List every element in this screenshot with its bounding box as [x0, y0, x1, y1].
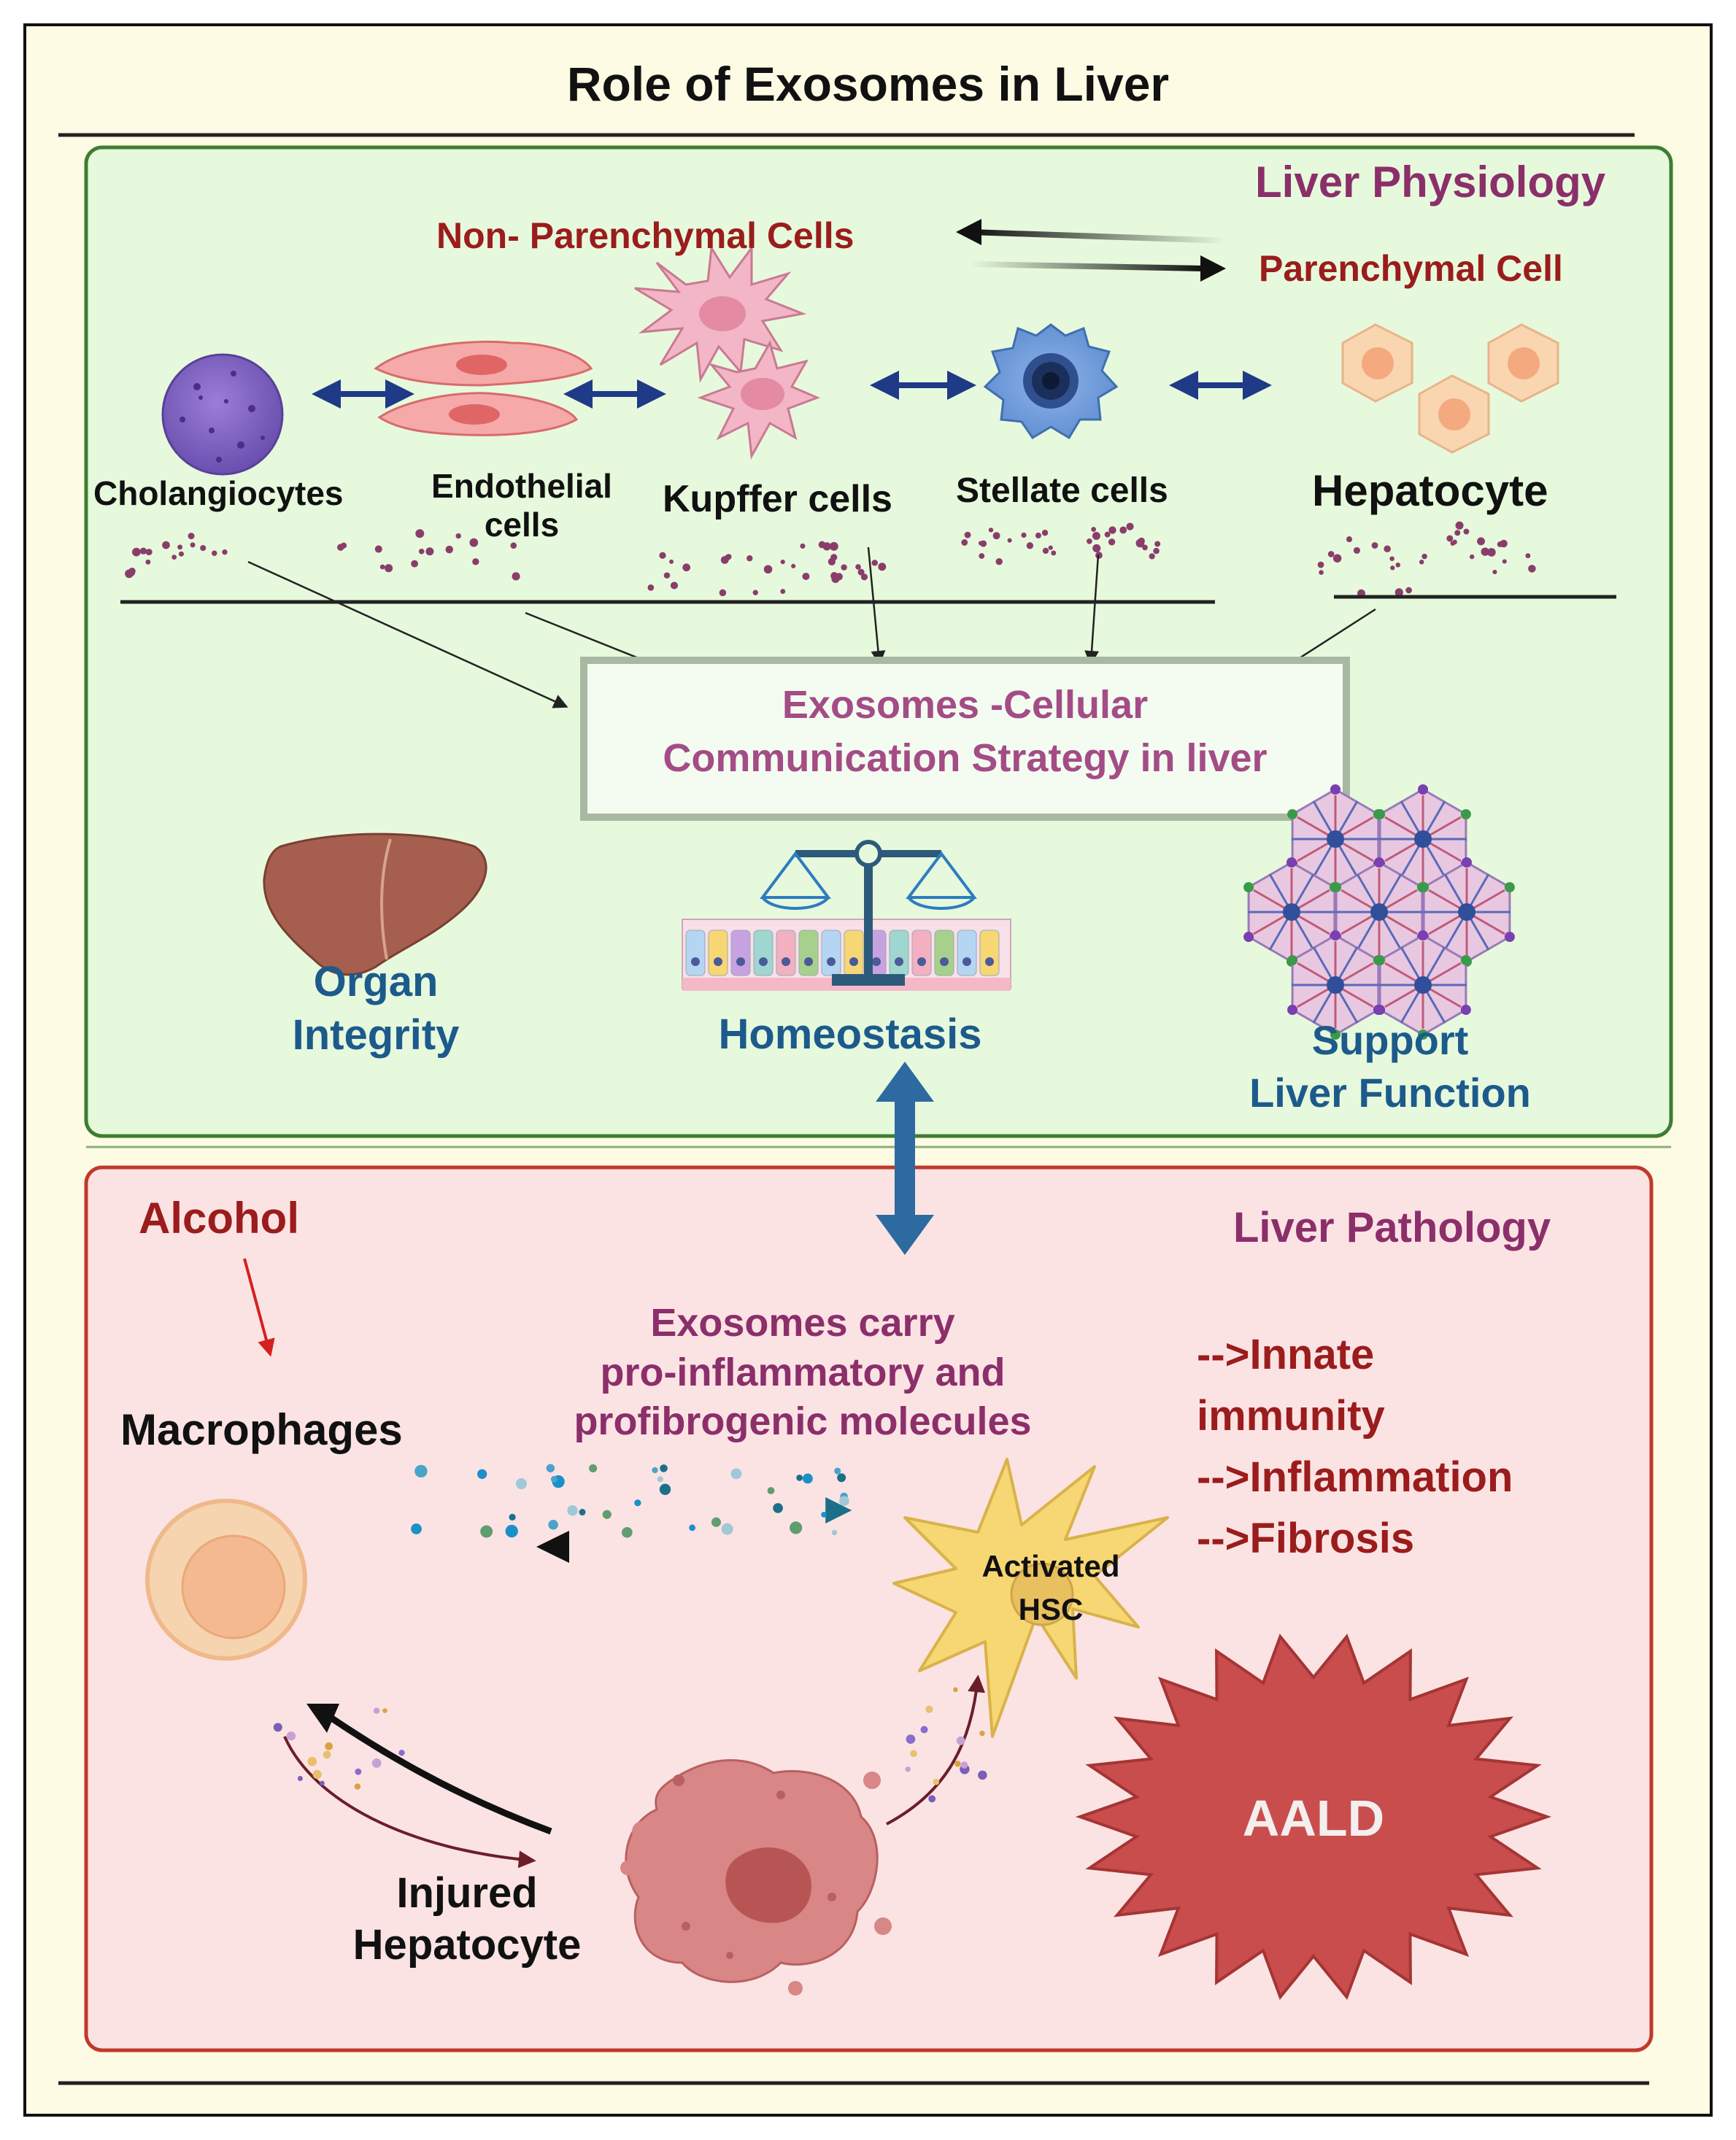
np-to-p-arrow-left — [970, 229, 1227, 244]
arrowhead-right-top — [1200, 255, 1226, 282]
exosome-dots-pathology — [273, 1687, 987, 1803]
parenchymal-label: Parenchymal Cell — [1259, 248, 1563, 289]
homeostasis-label: Homeostasis — [718, 1011, 982, 1058]
liver-pathology-label: Liver Pathology — [1233, 1204, 1551, 1251]
hepatocyte-to-hsc-arrow — [886, 1674, 986, 1826]
activated-hsc-cell-icon — [892, 1458, 1169, 1738]
hepatocyte-to-macrophage-arrow — [319, 1708, 552, 1835]
arrowhead-macrophage — [536, 1531, 569, 1563]
activated-hsc-label: Activated HSC — [981, 1549, 1120, 1626]
physiology-pathology-double-arrow — [876, 1062, 934, 1255]
cholangiocyte-cell-icon — [161, 353, 284, 476]
stellate-label: Stellate cells — [956, 471, 1168, 510]
aald-label: AALD — [1242, 1790, 1385, 1847]
liver-organ-icon — [263, 833, 487, 976]
alcohol-to-macrophage-arrow — [243, 1258, 275, 1357]
kupffer-label: Kupffer cells — [663, 478, 892, 520]
diagram-title: Role of Exosomes in Liver — [566, 57, 1170, 111]
stellate-cell-icon — [983, 323, 1119, 440]
kupffer-to-box-arrow — [867, 546, 886, 665]
macrophage-to-hepatocyte-arrow — [283, 1736, 536, 1869]
arrowhead-to-macrophage — [306, 1704, 339, 1733]
cholangiocytes-label: Cholangiocytes — [93, 474, 344, 512]
macrophage-cell-icon — [145, 1499, 307, 1661]
endothelial-cell-icon — [374, 340, 593, 436]
pathology-effects-list: -->Innate immunity -->Inflammation -->Fi… — [1197, 1331, 1513, 1563]
exosome-communication-text: Exosomes -Cellular Communication Strateg… — [663, 683, 1268, 780]
liver-lobule-icon — [1243, 784, 1515, 1040]
injured-hepatocyte-icon — [620, 1759, 892, 1996]
np-to-p-arrow-right — [970, 261, 1205, 271]
liver-physiology-label: Liver Physiology — [1255, 158, 1606, 206]
alcohol-label: Alcohol — [139, 1194, 299, 1243]
stellate-to-box-arrow — [1084, 554, 1100, 665]
support-liver-function-label: Support Liver Function — [1249, 1017, 1531, 1116]
exosome-dots-physiology — [125, 521, 1536, 598]
injured-hepatocyte-label: Injured Hepatocyte — [352, 1869, 582, 1969]
cholangiocyte-to-box-arrow — [247, 560, 568, 708]
aald-burst-shape — [1075, 1633, 1552, 2001]
hepatocyte-label: Hepatocyte — [1312, 466, 1548, 515]
arrowhead-left-top — [956, 219, 981, 245]
homeostasis-scale-icon — [682, 840, 1011, 991]
organ-integrity-label: Organ Integrity — [292, 958, 460, 1059]
hepatocyte-cluster-icon — [1341, 323, 1559, 454]
kupffer-cell-icon — [634, 244, 821, 460]
exosome-dots-teal — [411, 1464, 849, 1538]
endothelial-label: Endothelial cells — [431, 467, 612, 544]
exosomes-carry-text: Exosomes carry pro-inflammatory and prof… — [574, 1301, 1032, 1443]
macrophages-label: Macrophages — [120, 1405, 403, 1454]
non-parenchymal-label: Non- Parenchymal Cells — [436, 215, 855, 256]
exosome-communication-box — [580, 657, 1350, 821]
